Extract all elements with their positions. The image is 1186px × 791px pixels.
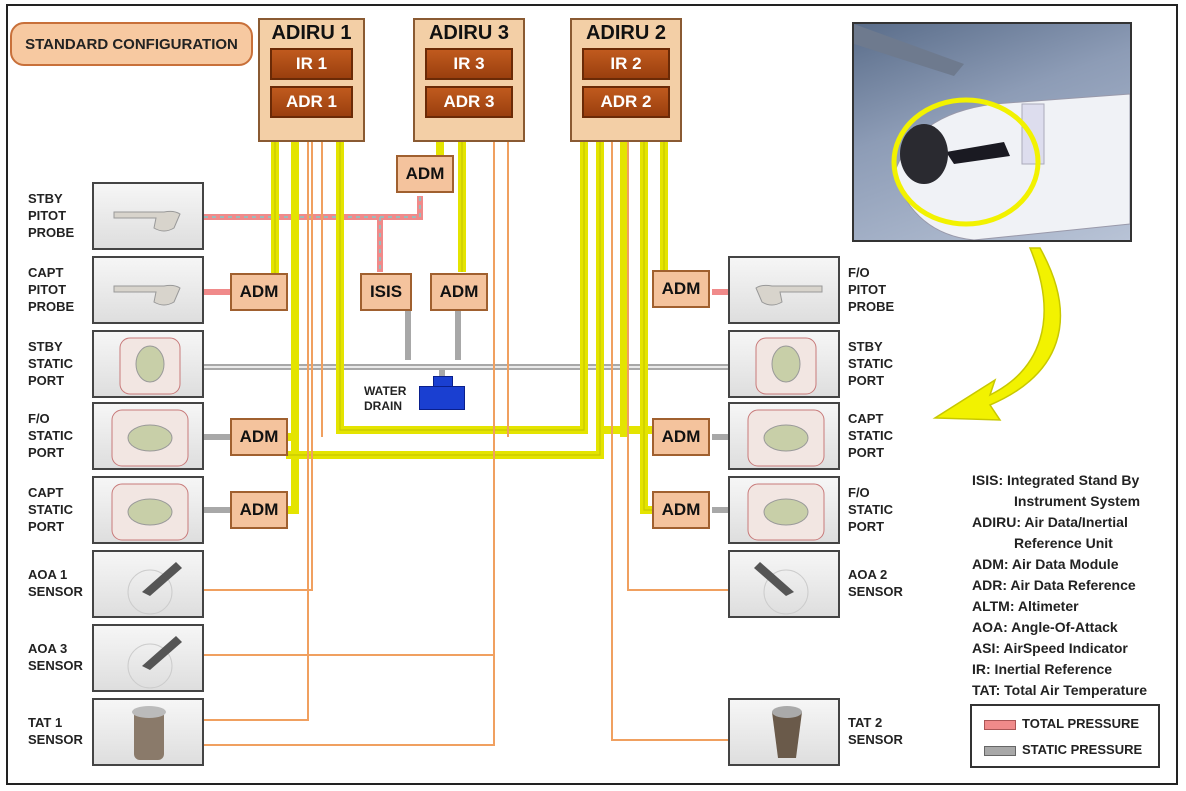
- adiru-1-title: ADIRU 1: [271, 22, 352, 44]
- legend-item: ADM: Air Data Module: [972, 556, 1119, 572]
- adr-2: ADR 2: [582, 86, 670, 118]
- stby-static-port-image: [92, 330, 204, 398]
- adiru-3-title: ADIRU 3: [428, 22, 509, 44]
- pressure-key: TOTAL PRESSURE STATIC PRESSURE: [970, 704, 1160, 768]
- aoa-1-sensor-image: [92, 550, 204, 618]
- tat-1-sensor-image: [92, 698, 204, 766]
- legend-item: Instrument System: [1014, 493, 1141, 509]
- capt-static-port-label: CAPT STATIC PORT: [28, 485, 74, 534]
- ir-1: IR 1: [270, 48, 353, 80]
- legend-item: Reference Unit: [1014, 535, 1113, 551]
- aoa-2-sensor-label: AOA 2 SENSOR: [848, 567, 903, 599]
- fo-static-port-left-image: [92, 402, 204, 470]
- water-drain-icon: [419, 376, 465, 410]
- adm-capt-pitot: ADM: [230, 273, 288, 311]
- fo-static-port-right-image: [728, 476, 840, 544]
- ir-3: IR 3: [425, 48, 513, 80]
- legend-item: ADIRU: Air Data/Inertial: [972, 514, 1128, 530]
- callout-arrow: [932, 247, 1062, 421]
- water-drain-label: WATER DRAIN: [364, 384, 407, 413]
- ir-2: IR 2: [582, 48, 670, 80]
- adiru-3: ADIRU 3 IR 3 ADR 3: [413, 18, 525, 142]
- capt-static-port-right-label: CAPT STATIC PORT: [848, 411, 894, 460]
- total-pressure-label: TOTAL PRESSURE: [1022, 716, 1140, 731]
- adm-stby-pitot: ADM: [430, 273, 488, 311]
- adm-adiru3: ADM: [396, 155, 454, 193]
- stby-pitot-probe-image: [92, 182, 204, 250]
- static-pressure-swatch: [984, 746, 1016, 756]
- tat-2-sensor-image: [728, 698, 840, 766]
- total-pressure-swatch: [984, 720, 1016, 730]
- capt-pitot-probe-label: CAPT PITOT PROBE: [28, 265, 75, 314]
- adr-1: ADR 1: [270, 86, 353, 118]
- adm-fo-static-left: ADM: [230, 418, 288, 456]
- legend-item: ADR: Air Data Reference: [972, 577, 1136, 593]
- adiru-2: ADIRU 2 IR 2 ADR 2: [570, 18, 682, 142]
- fo-static-port-right-label: F/O STATIC PORT: [848, 485, 894, 534]
- abbreviation-legend: ISIS: Integrated Stand By Instrument Sys…: [972, 470, 1176, 701]
- sensor-signal-lines: [204, 130, 728, 746]
- capt-static-port-right-image: [728, 402, 840, 470]
- aoa-1-sensor-label: AOA 1 SENSOR: [28, 567, 83, 599]
- adm-capt-static-left: ADM: [230, 491, 288, 529]
- stby-pitot-probe-label: STBY PITOT PROBE: [28, 191, 75, 240]
- static-pressure-lines: [204, 310, 728, 513]
- fo-static-port-label: F/O STATIC PORT: [28, 411, 74, 460]
- legend-item: ASI: AirSpeed Indicator: [972, 640, 1128, 656]
- stby-static-port-label: STBY STATIC PORT: [28, 339, 74, 388]
- capt-static-port-left-image: [92, 476, 204, 544]
- adm-capt-static-right: ADM: [652, 418, 710, 456]
- legend-item: AOA: Angle-Of-Attack: [972, 619, 1118, 635]
- legend-item: ALTM: Altimeter: [972, 598, 1079, 614]
- stby-static-port-right-image: [728, 330, 840, 398]
- fo-pitot-probe-label: F/O PITOT PROBE: [848, 265, 895, 314]
- tat-1-sensor-label: TAT 1 SENSOR: [28, 715, 83, 747]
- aircraft-nose-photo: [852, 22, 1132, 242]
- adm-fo-static-right: ADM: [652, 491, 710, 529]
- fo-pitot-probe-image: [728, 256, 840, 324]
- tat-2-sensor-label: TAT 2 SENSOR: [848, 715, 903, 747]
- stby-static-port-right-label: STBY STATIC PORT: [848, 339, 894, 388]
- adiru-2-title: ADIRU 2: [585, 22, 666, 44]
- adm-fo-pitot: ADM: [652, 270, 710, 308]
- isis-unit: ISIS: [360, 273, 412, 311]
- aoa-3-sensor-image: [92, 624, 204, 692]
- adr-3: ADR 3: [425, 86, 513, 118]
- capt-pitot-probe-image: [92, 256, 204, 324]
- aoa-2-sensor-image: [728, 550, 840, 618]
- legend-item: IR: Inertial Reference: [972, 661, 1113, 677]
- aoa-3-sensor-label: AOA 3 SENSOR: [28, 641, 83, 673]
- standard-configuration-label: STANDARD CONFIGURATION: [10, 22, 253, 66]
- legend-item: ISIS: Integrated Stand By: [972, 472, 1140, 488]
- adiru-1: ADIRU 1 IR 1 ADR 1: [258, 18, 365, 142]
- legend-item: TAT: Total Air Temperature: [972, 682, 1148, 698]
- static-pressure-label: STATIC PRESSURE: [1022, 742, 1143, 757]
